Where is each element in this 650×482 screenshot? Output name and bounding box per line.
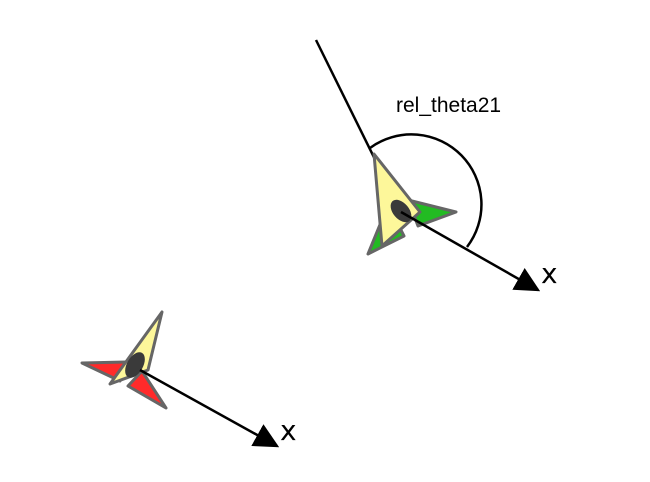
agent-1-fin-bottom [126,369,168,410]
agent-1-body [80,310,168,410]
agent-2-x-axis-arrow [400,210,541,292]
agent-2-eye [390,199,412,223]
agent-1: x [80,310,297,448]
agent-2-x-axis-label: x [541,257,558,290]
agent-1-x-axis-arrow [139,368,280,448]
angle-label: rel_theta21 [396,94,501,117]
agent-2-body [366,152,458,256]
angle-arc [369,133,483,248]
agent-1-x-axis-label: x [280,414,297,447]
agent-2: x [314,39,558,292]
